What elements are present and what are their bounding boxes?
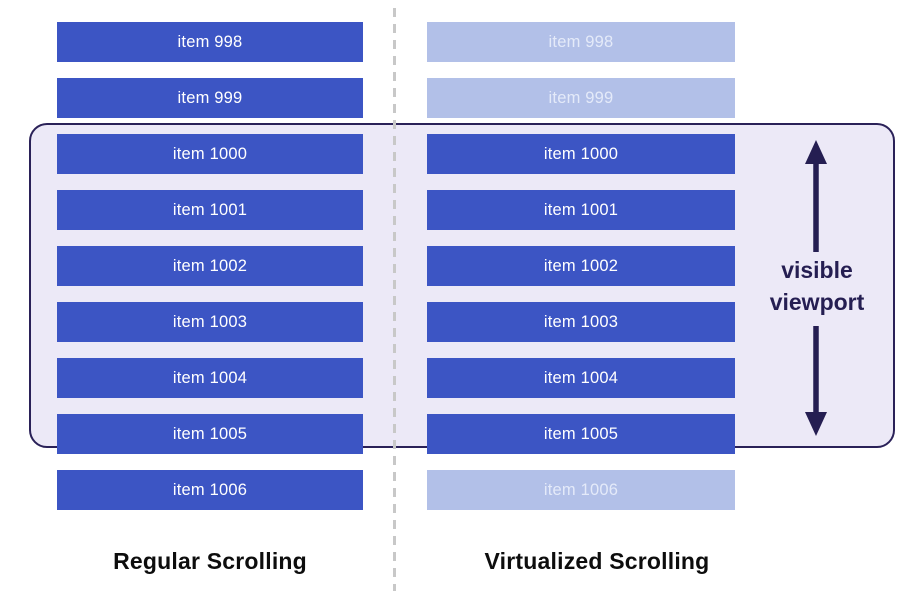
virtualized-scrolling-label: Virtualized Scrolling xyxy=(484,548,710,574)
viewport-label: visible viewport xyxy=(769,257,865,315)
regular-scrolling-items: item 998 item 999 item 1000 item 1001 item 1… xyxy=(57,22,363,510)
list-item: item 1004 xyxy=(427,358,735,398)
list-item: item 998 xyxy=(57,22,363,62)
list-item: item 1001 xyxy=(427,190,735,230)
list-item: item 1003 xyxy=(427,302,735,342)
arrow-down-icon xyxy=(805,326,827,436)
list-item: item 1006 xyxy=(57,470,363,510)
list-item: item 1002 xyxy=(57,246,363,286)
virtualized-scrolling-items: item 998 item 999 item 1000 item 1001 item 1… xyxy=(427,22,735,510)
list-item: item 1005 xyxy=(427,414,735,454)
list-item: item 1001 xyxy=(57,190,363,230)
list-item: item 999 xyxy=(57,78,363,118)
list-item: item 1002 xyxy=(427,246,735,286)
regular-scrolling-label: Regular Scrolling xyxy=(113,548,307,574)
list-item: item 1000 xyxy=(57,134,363,174)
column-divider xyxy=(393,8,396,591)
list-item: item 1000 xyxy=(427,134,735,174)
list-item: item 1003 xyxy=(57,302,363,342)
list-item: item 1005 xyxy=(57,414,363,454)
list-item: item 1004 xyxy=(57,358,363,398)
arrow-up-icon xyxy=(805,140,827,252)
list-item: item 998 xyxy=(427,22,735,62)
list-item: item 999 xyxy=(427,78,735,118)
list-item: item 1006 xyxy=(427,470,735,510)
